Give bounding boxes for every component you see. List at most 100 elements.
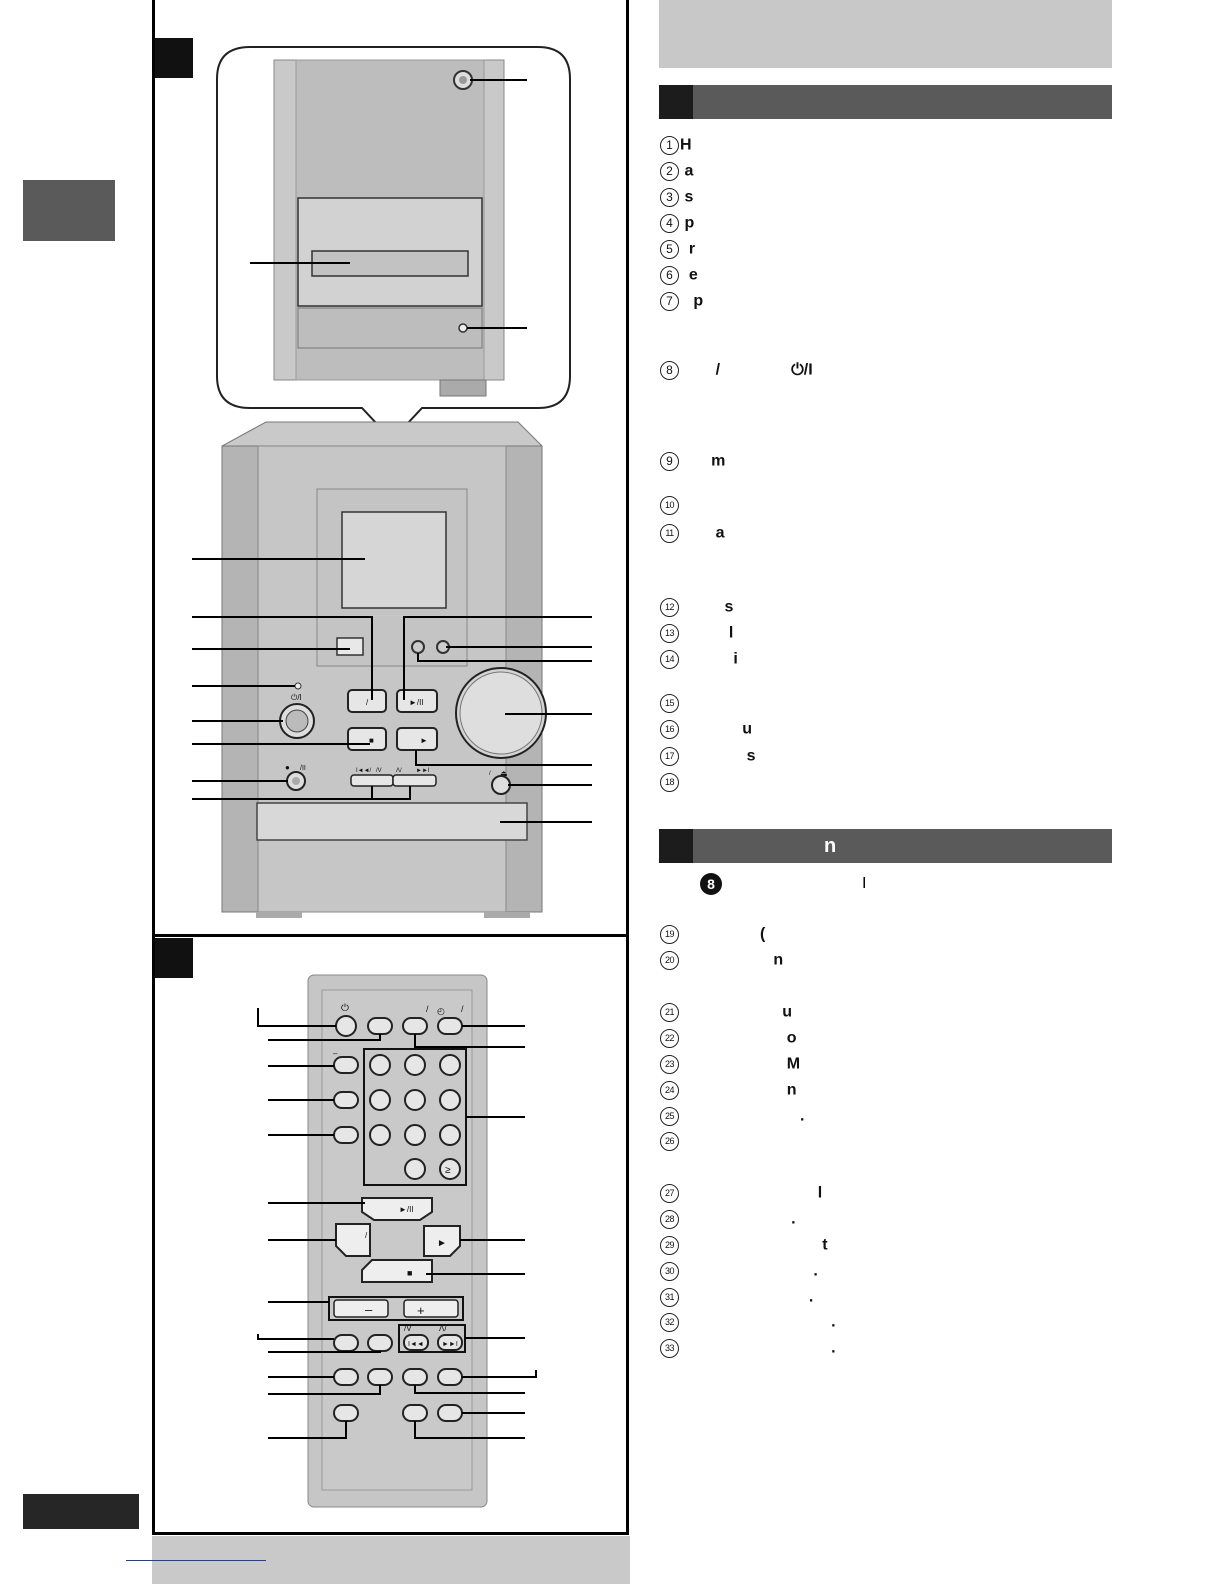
remote-button	[333, 1091, 359, 1109]
section1-heading-marker	[659, 85, 693, 119]
list-item: 21 u	[660, 1003, 792, 1022]
item-number-badge: 6	[660, 266, 679, 285]
remote-button	[367, 1017, 393, 1035]
svg-text:►/II: ►/II	[399, 1205, 414, 1214]
item-number-badge: 22	[660, 1029, 679, 1048]
list-item: 15	[660, 694, 680, 713]
list-item: 26	[660, 1132, 680, 1151]
list-item: 19 (	[660, 925, 765, 944]
item-number-badge: 12	[660, 598, 679, 617]
item-text: a	[680, 162, 694, 180]
item-number-badge: 24	[660, 1081, 679, 1100]
item-number-badge: 3	[660, 188, 679, 207]
item-text: H	[680, 136, 692, 154]
list-item: 11 a	[660, 524, 724, 543]
remote-volume-group	[328, 1296, 464, 1321]
item-number-badge: 21	[660, 1003, 679, 1022]
remote-power-button	[335, 1015, 357, 1037]
item-text: p	[680, 214, 695, 232]
illustration-frame	[152, 0, 629, 1535]
svg-text:⏏: ⏏	[500, 769, 508, 778]
list-item: 9 m	[660, 452, 725, 471]
remote-play-pause-button	[361, 1197, 433, 1221]
item-number-badge: 4	[660, 214, 679, 233]
section2-heading-bar: n	[659, 829, 1112, 863]
item-text: n	[680, 951, 784, 969]
list-item: 30 .	[660, 1262, 818, 1281]
side-chapter-tab	[23, 180, 115, 241]
standby-led-icon	[294, 682, 302, 690]
item-number-badge: 26	[660, 1132, 679, 1151]
list-item: 7 p	[660, 292, 703, 311]
svg-text:/: /	[426, 1004, 429, 1014]
item-number-badge: 33	[660, 1339, 679, 1358]
main-unit-illustration: ⏻/I / ►/II ■ ► ● /II I◄◄/ /V Λ/ ►►I / ⏏	[192, 46, 592, 918]
item-number-badge: 19	[660, 925, 679, 944]
svg-text:/V: /V	[376, 768, 382, 774]
list-item: 20 n	[660, 951, 783, 970]
svg-text:/II: /II	[300, 765, 306, 772]
svg-text:≥: ≥	[445, 1165, 451, 1176]
svg-text:►: ►	[437, 1238, 447, 1249]
item-number-badge: 13	[660, 624, 679, 643]
remote-button	[333, 1126, 359, 1144]
list-item: 32 .	[660, 1313, 836, 1332]
indicator-led-icon	[458, 323, 468, 333]
skip-forward-button	[392, 774, 437, 787]
item-text: u	[680, 720, 753, 738]
svg-text:⏻: ⏻	[341, 1003, 349, 1014]
list-item: 23 M	[660, 1055, 800, 1074]
section2-title: n	[824, 835, 837, 857]
svg-text:►►I: ►►I	[416, 768, 430, 774]
mode-button-left	[411, 640, 425, 654]
play-button	[396, 727, 438, 751]
stop-button	[347, 727, 387, 751]
item-text: o	[680, 1029, 797, 1047]
list-item: 33 .	[660, 1339, 836, 1358]
remote-button	[333, 1334, 359, 1352]
svg-text:–: –	[333, 1049, 338, 1058]
svg-text:Λ/: Λ/	[439, 1324, 447, 1333]
svg-text:■: ■	[369, 736, 374, 745]
section-a-marker	[155, 38, 193, 78]
list-item: 24 n	[660, 1081, 796, 1100]
item-text: m	[680, 452, 726, 470]
frame-divider	[152, 934, 629, 937]
play-pause-button	[396, 689, 438, 713]
item-text: p	[680, 292, 704, 310]
list-item: 2 a	[660, 162, 693, 181]
svg-text:+: +	[417, 1303, 425, 1318]
item-number-badge: 8	[660, 361, 679, 380]
item-number-badge: 23	[660, 1055, 679, 1074]
fm-am-button	[347, 689, 387, 713]
item-number-badge: 29	[660, 1236, 679, 1255]
item-text: a	[680, 524, 725, 542]
list-item: 25 .	[660, 1107, 804, 1126]
svg-text:–: –	[365, 1302, 373, 1317]
item-number-badge: 32	[660, 1313, 679, 1332]
item-text: M	[680, 1055, 801, 1073]
list-item: 5 r	[660, 240, 695, 259]
list-item: 16 u	[660, 720, 752, 739]
svg-text:►: ►	[420, 736, 428, 745]
list-item: 3 s	[660, 188, 693, 207]
item-number-badge: 18	[660, 773, 679, 792]
small-button	[336, 637, 364, 656]
svg-text:Λ/: Λ/	[396, 768, 402, 774]
page-number-tab	[23, 1494, 139, 1529]
list-item: 4 p	[660, 214, 694, 233]
svg-text:►►I: ►►I	[442, 1341, 458, 1348]
remote-illustration: ⏻ / ◴ / – ≥ ►/II / ► ■ – + /V Λ/ I◄◄ ►►I	[257, 974, 537, 1508]
svg-text:/V: /V	[404, 1324, 412, 1333]
remote-button	[367, 1334, 393, 1352]
item-text: .	[680, 1313, 836, 1331]
svg-text:■: ■	[407, 1268, 412, 1278]
item-number-badge: 10	[660, 496, 679, 515]
list-item: 31 .	[660, 1288, 813, 1307]
remote-button	[333, 1056, 359, 1074]
item-text: .	[680, 1339, 836, 1357]
item-number-badge: 27	[660, 1184, 679, 1203]
remote-stop-button	[361, 1259, 433, 1283]
list-item: 10	[660, 496, 680, 515]
